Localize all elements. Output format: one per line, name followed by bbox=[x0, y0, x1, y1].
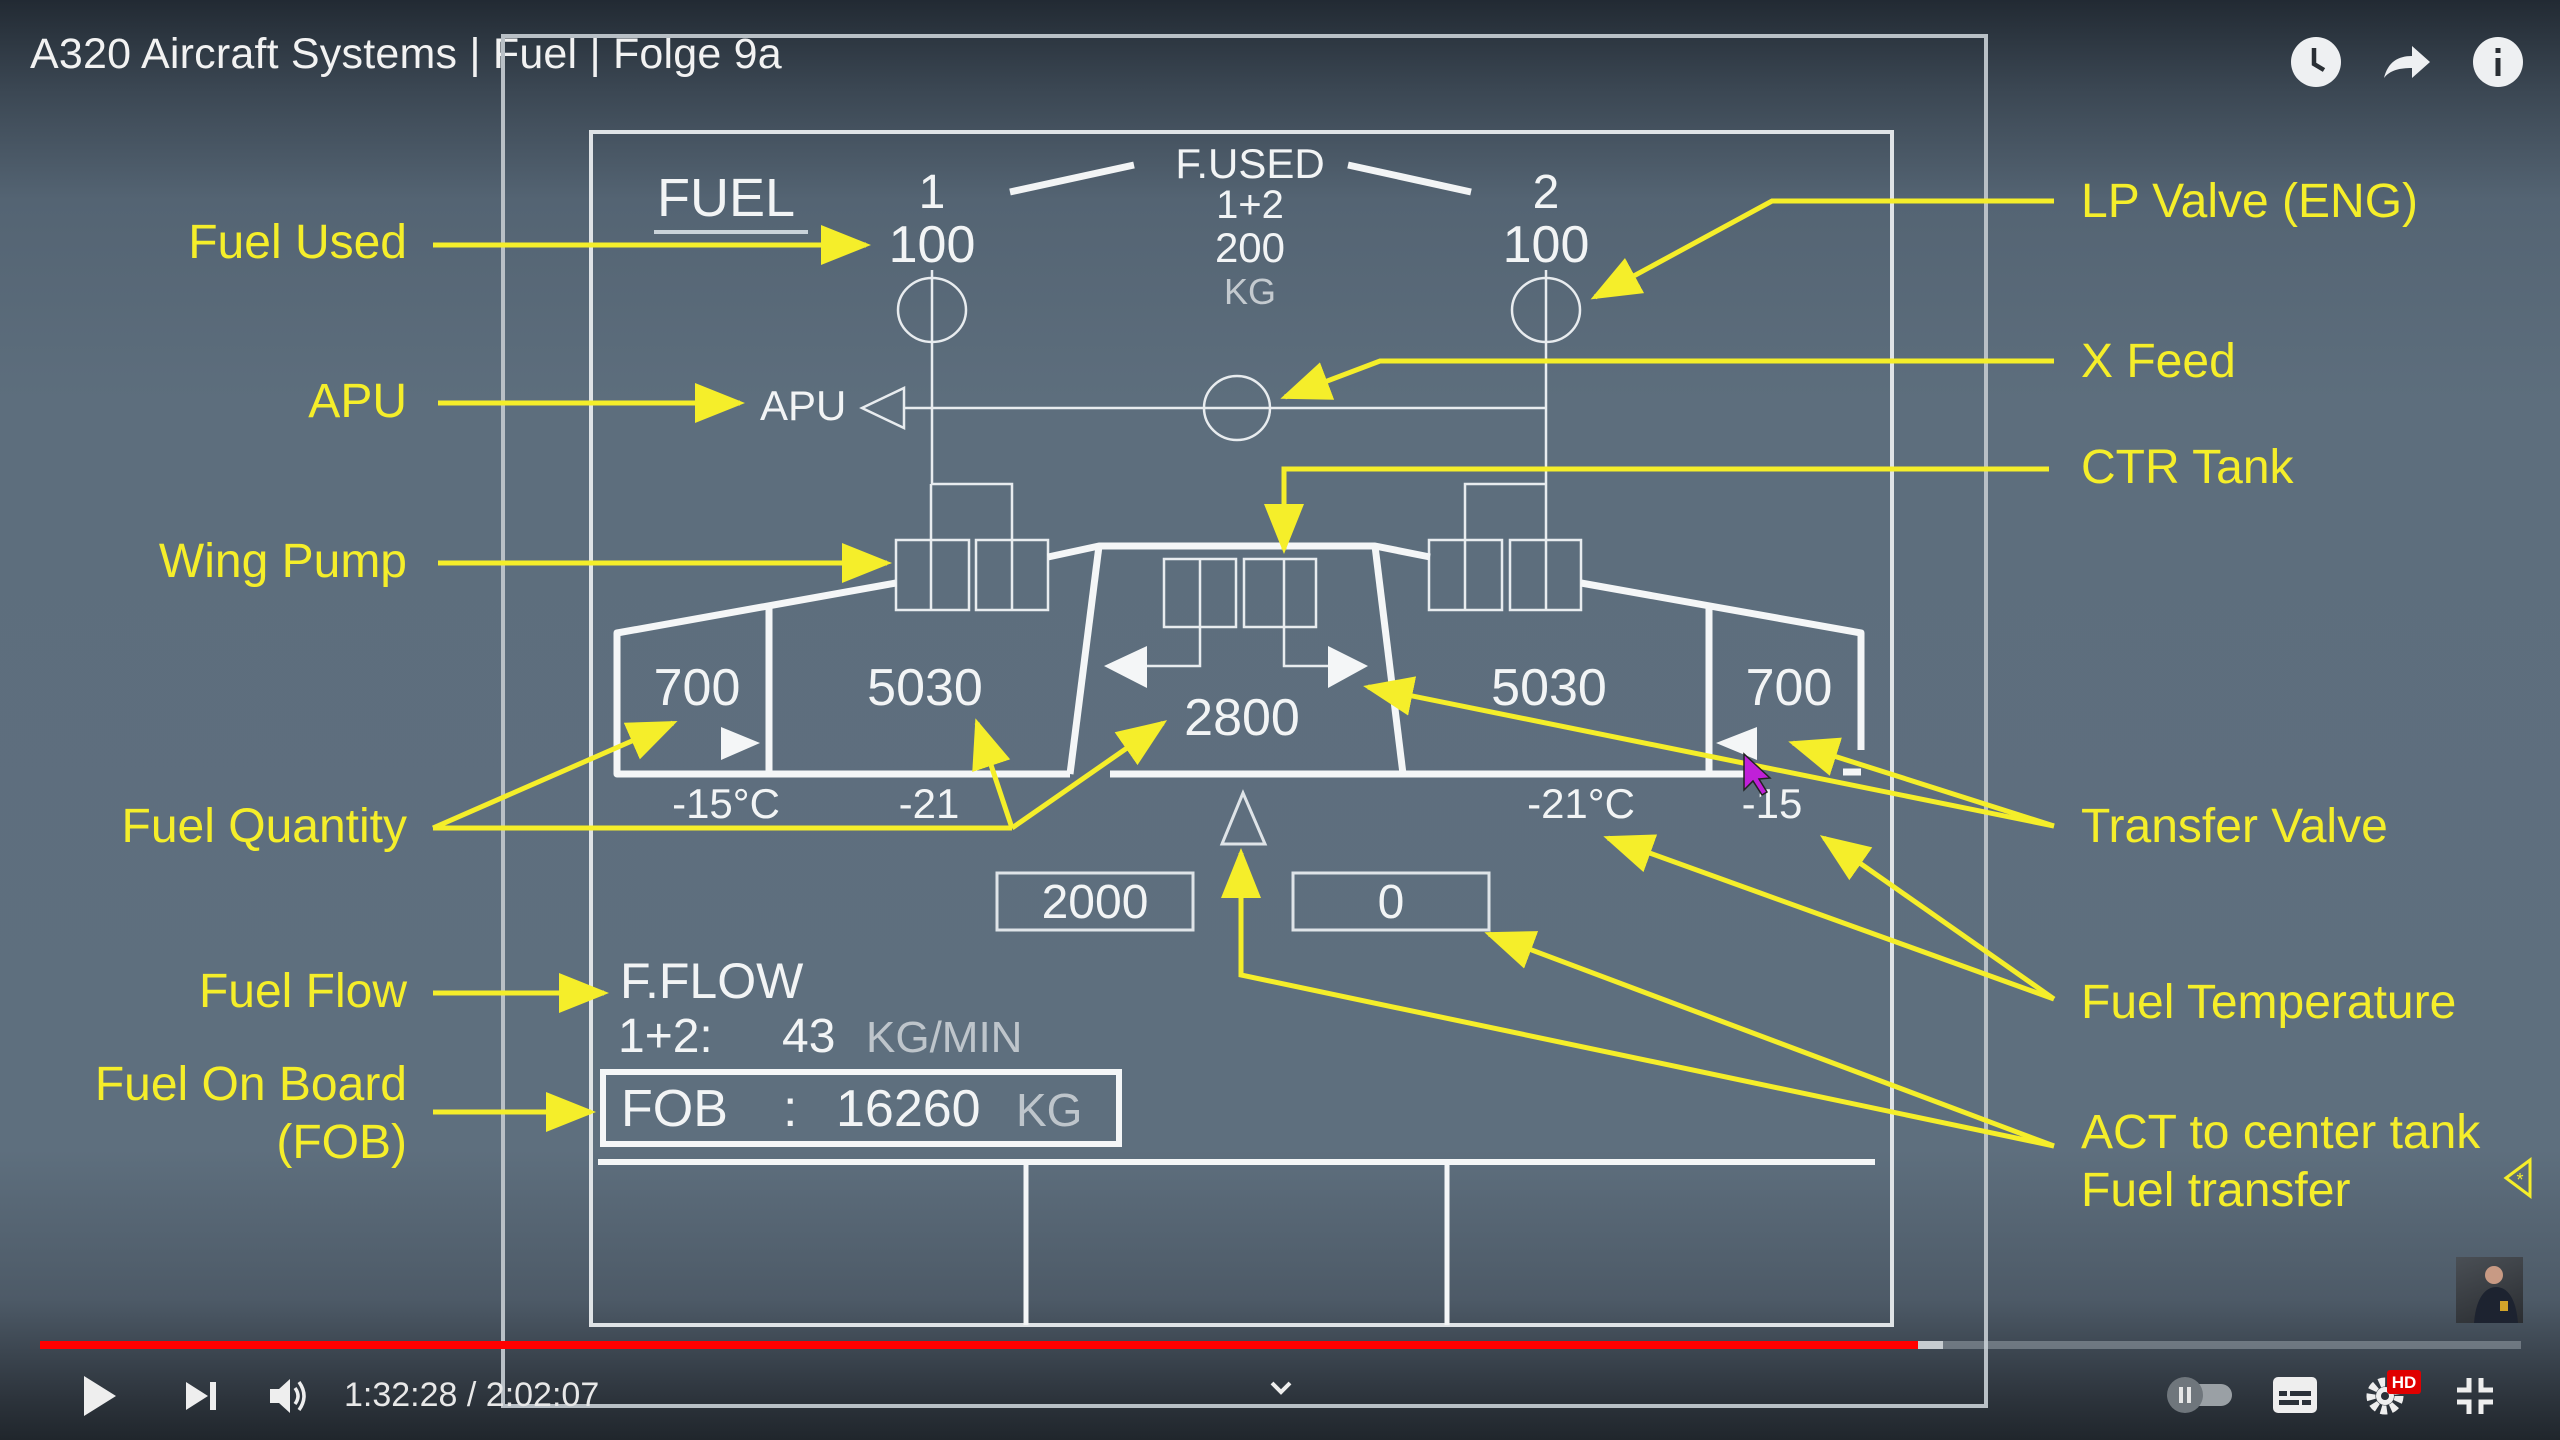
channel-avatar[interactable] bbox=[2456, 1257, 2523, 1323]
annotation-wing-pump: Wing Pump bbox=[159, 535, 407, 588]
fused-sum-label: 1+2 bbox=[1216, 183, 1284, 227]
ecam-display-frame bbox=[589, 130, 1894, 1327]
pilot-avatar-icon bbox=[2474, 1266, 2518, 1323]
annotation-act-line2: Fuel transfer bbox=[2081, 1164, 2350, 1217]
right-inner-qty: 5030 bbox=[1491, 659, 1607, 717]
fused-bracket-left bbox=[1009, 161, 1135, 196]
more-options-chevron[interactable] bbox=[1268, 1378, 1294, 1398]
hd-badge: HD bbox=[2392, 1373, 2417, 1392]
center-qty: 2800 bbox=[1184, 689, 1300, 747]
fused-label: F.USED bbox=[1175, 140, 1324, 187]
center-left-transfer-icon bbox=[1104, 646, 1147, 688]
fused-eng2-value: 100 bbox=[1503, 216, 1590, 274]
crossfeed-valve bbox=[1202, 374, 1272, 442]
annotation-fob-line2: (FOB) bbox=[276, 1116, 407, 1169]
fflow-value: 43 bbox=[782, 1010, 835, 1063]
time-separator: / bbox=[457, 1376, 486, 1414]
annotation-transfer-valve: Transfer Valve bbox=[2081, 800, 2388, 853]
fob-box bbox=[600, 1069, 1122, 1147]
clock-icon bbox=[2291, 37, 2341, 87]
right-inner-temp: -21°C bbox=[1527, 780, 1635, 827]
share-icon bbox=[2384, 46, 2430, 78]
annotation-fuel-used: Fuel Used bbox=[188, 216, 407, 269]
right-transfer-valve-icon bbox=[1716, 727, 1757, 760]
fob-label: FOB bbox=[621, 1080, 728, 1138]
left-transfer-valve-icon bbox=[721, 727, 760, 760]
act-left-box bbox=[995, 871, 1195, 932]
skip-next-icon bbox=[186, 1382, 216, 1410]
fused-total-value: 200 bbox=[1215, 224, 1285, 271]
chevron-down-icon bbox=[1270, 1381, 1292, 1395]
annotation-fuel-quantity: Fuel Quantity bbox=[122, 800, 407, 853]
ecam-page-title: FUEL bbox=[657, 168, 795, 228]
annotation-arrows bbox=[431, 198, 2056, 1149]
progress-bar[interactable] bbox=[40, 1341, 2521, 1349]
volume-icon bbox=[270, 1379, 306, 1413]
fflow-unit: KG/MIN bbox=[866, 1013, 1022, 1062]
autoplay-toggle-icon bbox=[2167, 1377, 2232, 1413]
time-display: 1:32:28 / 2:02:07 bbox=[344, 1376, 599, 1415]
lp-valve-eng1 bbox=[896, 276, 968, 344]
annotation-fob-line1: Fuel On Board bbox=[95, 1058, 407, 1111]
wing-pump-left-1 bbox=[894, 538, 971, 612]
next-button[interactable] bbox=[184, 1380, 218, 1412]
play-button[interactable] bbox=[80, 1374, 120, 1418]
annotation-fuel-flow: Fuel Flow bbox=[199, 965, 407, 1018]
fflow-sum-label: 1+2: bbox=[618, 1010, 713, 1063]
fused-eng1-value: 100 bbox=[889, 216, 976, 274]
engine1-label: 1 bbox=[919, 166, 946, 219]
annotation-ctr-tank: CTR Tank bbox=[2081, 441, 2295, 494]
gear-icon: HD bbox=[2366, 1370, 2421, 1415]
autoplay-toggle[interactable] bbox=[2166, 1376, 2234, 1414]
left-inner-qty: 5030 bbox=[867, 659, 983, 717]
left-outer-qty: 700 bbox=[654, 659, 741, 717]
fflow-label: F.FLOW bbox=[620, 953, 804, 1009]
fused-bracket-right bbox=[1347, 161, 1472, 196]
center-pump-right bbox=[1242, 557, 1318, 629]
apu-label: APU bbox=[760, 382, 846, 429]
share-button[interactable] bbox=[2378, 34, 2434, 90]
info-icon bbox=[2473, 37, 2523, 87]
subtitles-icon bbox=[2273, 1377, 2317, 1413]
info-button[interactable] bbox=[2470, 34, 2526, 90]
mouse-cursor-icon bbox=[1743, 752, 1772, 797]
fob-unit: KG bbox=[1016, 1084, 1082, 1136]
volume-button[interactable] bbox=[268, 1376, 310, 1416]
annotation-x-feed: X Feed bbox=[2081, 335, 2236, 388]
progress-played bbox=[40, 1341, 1919, 1349]
left-inner-temp: -21 bbox=[899, 780, 960, 827]
annotation-apu: APU bbox=[308, 375, 407, 428]
right-outer-qty: 700 bbox=[1746, 659, 1833, 717]
left-outer-temp: -15°C bbox=[672, 780, 780, 827]
lp-valve-eng2 bbox=[1510, 276, 1582, 344]
fob-value: 16260 bbox=[836, 1080, 981, 1138]
apu-feed-triangle bbox=[859, 386, 906, 430]
exit-fullscreen-button[interactable] bbox=[2455, 1376, 2495, 1416]
act-left-qty: 2000 bbox=[1042, 876, 1149, 929]
fused-unit: KG bbox=[1224, 271, 1276, 312]
act-star-triangle-icon: * bbox=[2503, 1157, 2532, 1199]
time-current: 1:32:28 bbox=[344, 1376, 458, 1414]
play-icon bbox=[84, 1376, 116, 1416]
annotation-fuel-temperature: Fuel Temperature bbox=[2081, 976, 2456, 1029]
svg-text:*: * bbox=[2516, 1170, 2523, 1190]
annotation-act-line1: ACT to center tank bbox=[2081, 1106, 2481, 1159]
act-right-box bbox=[1291, 871, 1491, 932]
subtitles-button[interactable] bbox=[2273, 1375, 2317, 1415]
exit-fullscreen-icon bbox=[2457, 1378, 2493, 1414]
right-outer-temp: -15 bbox=[1742, 780, 1803, 827]
settings-button[interactable]: HD bbox=[2365, 1368, 2423, 1416]
engine2-label: 2 bbox=[1533, 166, 1560, 219]
fob-separator: : bbox=[783, 1080, 797, 1138]
act-right-qty: 0 bbox=[1378, 876, 1405, 929]
annotation-lp-valve: LP Valve (ENG) bbox=[2081, 175, 2418, 228]
center-right-transfer-icon bbox=[1328, 646, 1368, 688]
time-total: 2:02:07 bbox=[485, 1376, 600, 1414]
watch-later-button[interactable] bbox=[2288, 34, 2344, 90]
outer-frame bbox=[501, 34, 1988, 1408]
act-transfer-triangle bbox=[1219, 789, 1268, 846]
